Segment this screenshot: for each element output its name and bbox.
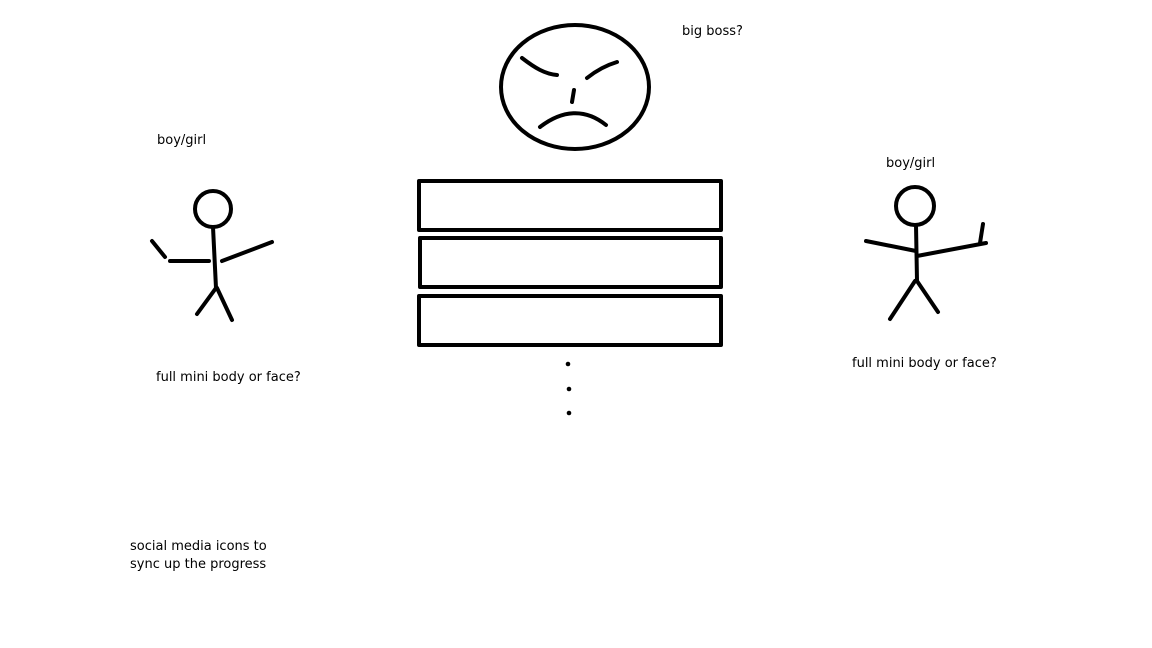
boss-head: [499, 23, 651, 151]
boss-left-brow: [520, 56, 559, 77]
boss-frown: [538, 111, 608, 129]
social-media-note: social media icons to sync up the progre…: [130, 538, 267, 574]
right-figure-head: [894, 185, 936, 227]
left-player-label: boy/girl: [157, 133, 207, 148]
right-avatar-question: full mini body or face?: [852, 356, 997, 371]
ellipsis-dot-3: [566, 410, 572, 416]
left-figure-left-leg: [195, 286, 218, 316]
list-row-1[interactable]: [417, 179, 723, 232]
boss-nose: [570, 88, 576, 104]
boss-right-brow: [585, 60, 619, 80]
right-player-label: boy/girl: [886, 156, 936, 171]
right-figure-torso: [914, 223, 919, 283]
left-figure-right-arm: [220, 240, 274, 263]
ellipsis-dot-1: [565, 361, 571, 367]
list-stack: [417, 179, 723, 347]
boss-label: big boss?: [682, 24, 743, 39]
social-note-line-2: sync up the progress: [130, 557, 267, 572]
angry-boss-face-icon: [499, 23, 651, 151]
left-figure-left-arm: [150, 239, 211, 263]
social-note-line-1: social media icons to: [130, 539, 267, 554]
vertical-ellipsis-icon: [565, 361, 572, 416]
right-figure-left-arm: [864, 239, 918, 253]
right-figure-right-arm: [915, 222, 988, 258]
right-player-stick-figure-icon: [864, 185, 988, 321]
left-player-stick-figure-icon: [150, 189, 274, 322]
left-avatar-question: full mini body or face?: [156, 370, 301, 385]
left-figure-torso: [211, 225, 218, 290]
list-row-3[interactable]: [417, 294, 723, 347]
right-figure-right-leg: [915, 279, 940, 314]
ellipsis-dot-2: [566, 386, 572, 392]
right-figure-left-leg: [888, 279, 917, 321]
left-figure-right-leg: [215, 286, 234, 322]
list-row-2[interactable]: [418, 236, 723, 289]
left-figure-head: [193, 189, 233, 229]
